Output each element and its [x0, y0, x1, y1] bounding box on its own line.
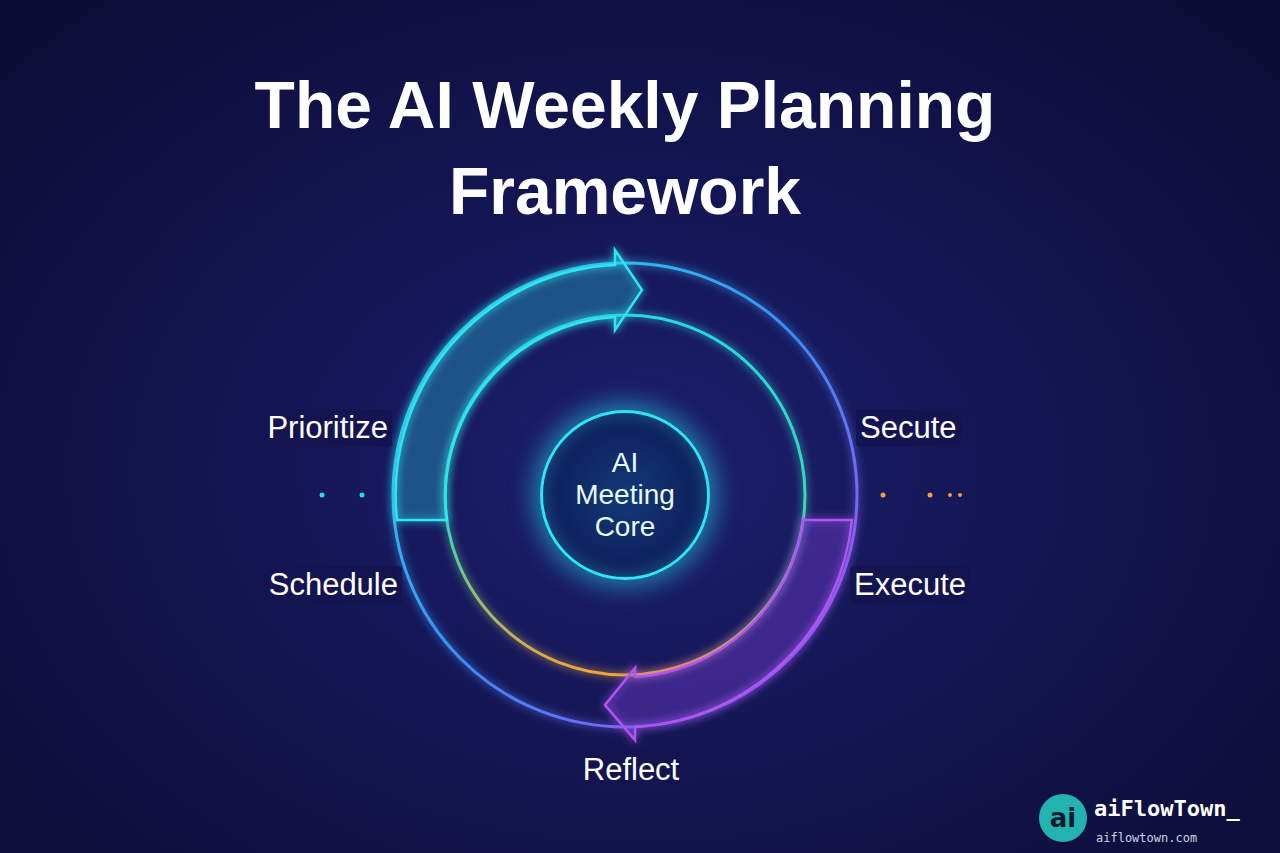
- step-label: Secute: [856, 409, 961, 447]
- node-text: AI Meeting Core: [565, 447, 685, 543]
- diagram-title: The AI Weekly Planning Framework: [175, 62, 1075, 234]
- step-label: Prioritize: [263, 409, 392, 447]
- step-label: Reflect: [579, 751, 683, 789]
- node-text: ai: [1050, 803, 1076, 833]
- core-circle: AI Meeting Core: [540, 410, 710, 580]
- logo-badge: ai: [1039, 794, 1087, 842]
- step-label: Schedule: [265, 566, 402, 604]
- step-label: Execute: [850, 566, 970, 604]
- brand-name: aiFlowTown_: [1094, 796, 1240, 821]
- brand-url: aiflowtown.com: [1096, 831, 1197, 845]
